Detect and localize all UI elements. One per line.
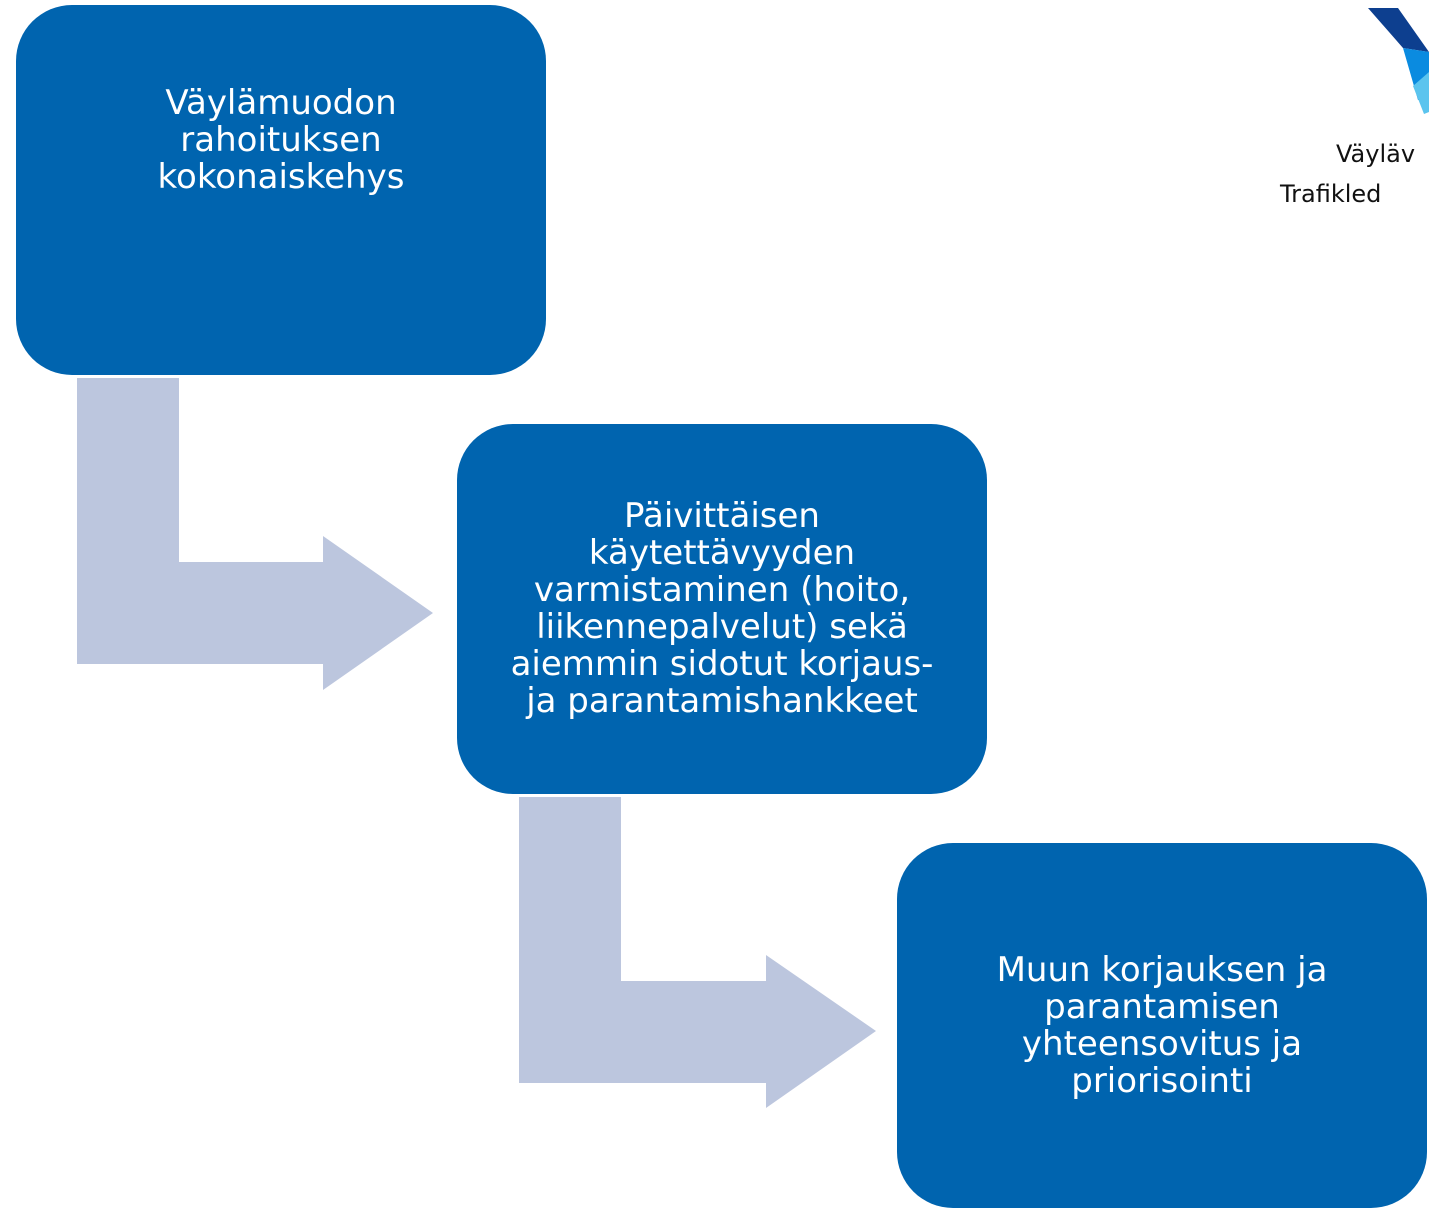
step-1-text: Väylämuodon rahoituksen kokonaiskehys — [157, 82, 405, 197]
step-box-2: Päivittäisen käytettävyyden varmistamine… — [457, 424, 987, 794]
logo-text-line-1: Väyläv — [1336, 140, 1416, 168]
vayla-logo-mark-icon — [1368, 8, 1429, 114]
step-2-text: Päivittäisen käytettävyyden varmistamine… — [510, 496, 934, 721]
step-3-text: Muun korjauksen ja parantamisen yhteenso… — [996, 949, 1328, 1101]
step-box-3: Muun korjauksen ja parantamisen yhteenso… — [897, 843, 1427, 1208]
step-box-1: Väylämuodon rahoituksen kokonaiskehys — [16, 5, 546, 375]
logo-text-line-2: Trafikled — [1280, 180, 1382, 208]
vayla-logo: Väyläv Trafikled — [1270, 0, 1429, 220]
connector-arrow-2 — [519, 797, 876, 1108]
connector-arrow-1 — [77, 378, 433, 690]
